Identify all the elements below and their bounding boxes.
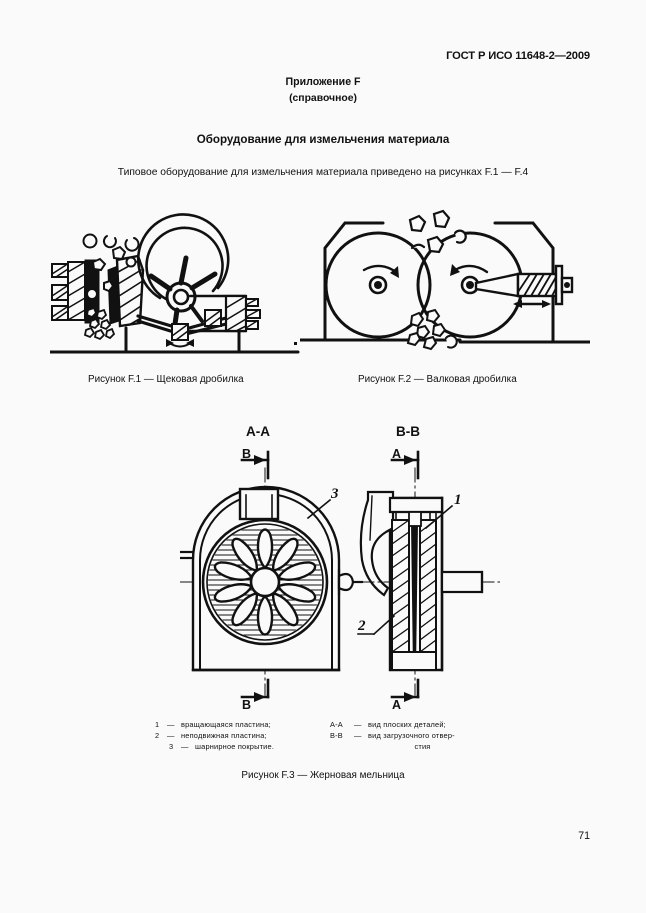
annex-subtitle: (справочное): [289, 93, 357, 104]
intro-paragraph: Типовое оборудование для измельчения мат…: [117, 167, 529, 178]
legend-right-text-2: вид загрузочного отвер-: [368, 731, 455, 741]
legend-left-text-2: неподвижная пластина;: [181, 731, 267, 741]
page-number: 71: [578, 830, 590, 842]
legend-right-item-3: стия: [330, 741, 495, 752]
figure-f2-roll-crusher: [300, 200, 590, 365]
svg-text:А-А: А-А: [246, 424, 270, 439]
svg-text:3: 3: [330, 486, 339, 502]
legend-left-text-3: шарнирное покрытие.: [195, 742, 275, 752]
legend-right-text-3: стия: [414, 742, 431, 752]
legend-left-item-3: 3 — шарнирное покрытие.: [155, 741, 330, 752]
svg-text:В-В: В-В: [396, 424, 420, 439]
legend-right-item-2: В-В — вид загрузочного отвер-: [330, 730, 495, 741]
svg-text:2: 2: [357, 618, 366, 634]
svg-text:А: А: [392, 447, 401, 461]
legend-left-dash-2: —: [167, 731, 175, 741]
legend-left-text-1: вращающаяся пластина;: [181, 720, 271, 729]
legend-left-num-1: 1: [155, 720, 160, 729]
svg-text:В: В: [242, 447, 251, 461]
standard-header: ГОСТ Р ИСО 11648-2—2009: [446, 50, 590, 62]
legend-left-num-2: 2: [155, 731, 160, 741]
legend-left-dash-1: —: [167, 720, 175, 729]
legend-left-item-1: 1 — вращающаяся пластина;: [155, 719, 330, 730]
svg-text:В: В: [242, 698, 251, 710]
legend-left-item-2: 2 — неподвижная пластина;: [155, 730, 330, 741]
section-title: Оборудование для измельчения материала: [196, 133, 450, 146]
figure-f1-caption: Рисунок F.1 — Щековая дробилка: [88, 374, 244, 385]
legend-right-dash-2: —: [354, 731, 362, 741]
legend-right-num-2: В-В: [330, 731, 343, 741]
svg-text:А: А: [392, 698, 401, 710]
legend-left-dash-3: —: [181, 742, 189, 752]
annex-title: Приложение F: [285, 76, 361, 88]
svg-text:1: 1: [454, 492, 462, 508]
figure-f3-caption: Рисунок F.3 — Жерновая мельница: [241, 770, 405, 781]
legend-right-text-1: вид плоских деталей;: [368, 720, 446, 729]
legend-row: 3 — шарнирное покрытие. стия: [155, 741, 495, 752]
legend-left-num-3: 3: [169, 742, 174, 752]
figure-f3-burr-mill: 3: [180, 420, 500, 710]
legend-row: 1 — вращающаяся пластина; А-А — вид плоских …: [155, 719, 495, 730]
figure-f2-caption: Рисунок F.2 — Валковая дробилка: [358, 374, 517, 385]
legend-row: 2 — неподвижная пластина; В-В — вид загрузоч…: [155, 730, 495, 741]
legend-right-num-1: А-А: [330, 720, 343, 729]
legend-right-item-1: А-А — вид плоских деталей;: [330, 719, 495, 730]
legend-right-dash-1: —: [354, 720, 362, 729]
figure-f3-legend: 1 — вращающаяся пластина; А-А — вид плоских …: [155, 719, 495, 753]
figure-f1-jaw-crusher: [50, 200, 300, 360]
